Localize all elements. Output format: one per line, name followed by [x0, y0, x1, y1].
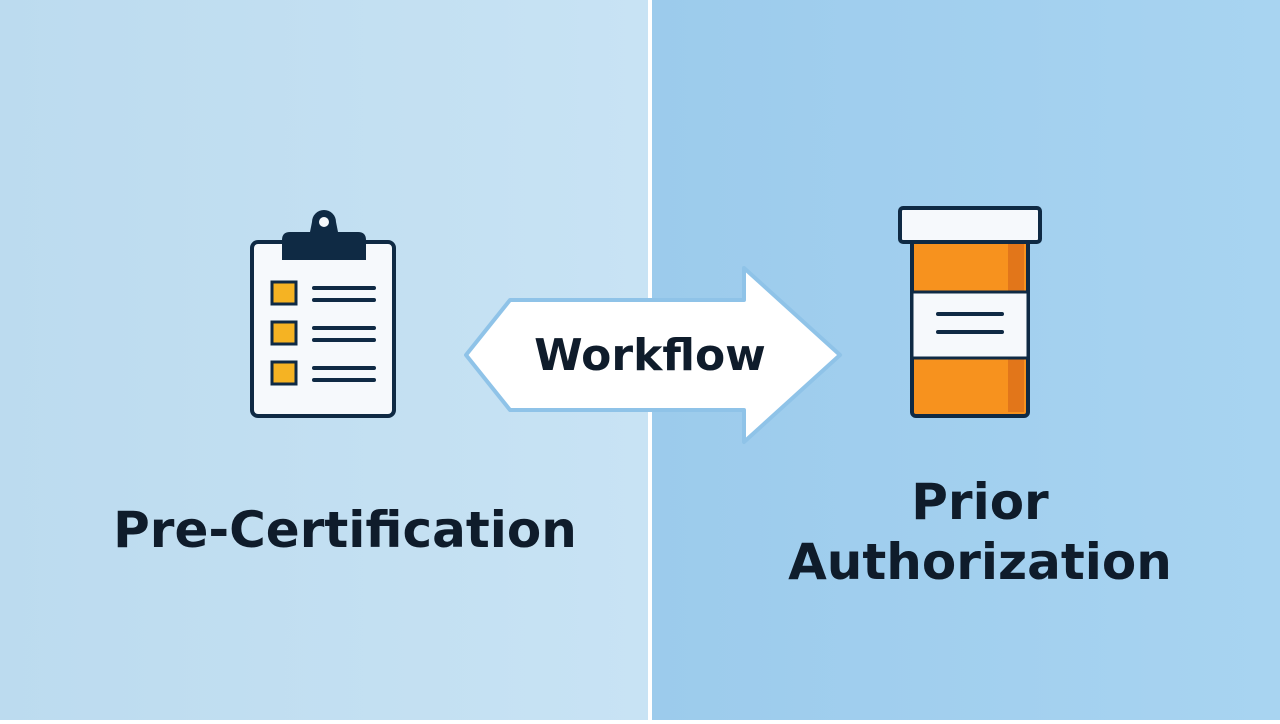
clipboard-checklist-icon: [250, 210, 396, 418]
prior-authorization-line-2: Authorization: [788, 533, 1172, 591]
prior-authorization-label: Prior Authorization: [720, 472, 1240, 592]
workflow-label: Workflow: [534, 330, 766, 381]
pre-certification-label: Pre-Certification: [113, 501, 577, 559]
double-arrow-icon: [464, 266, 842, 444]
prior-authorization-line-1: Prior: [911, 473, 1049, 531]
pill-bottle-icon: [898, 206, 1042, 418]
